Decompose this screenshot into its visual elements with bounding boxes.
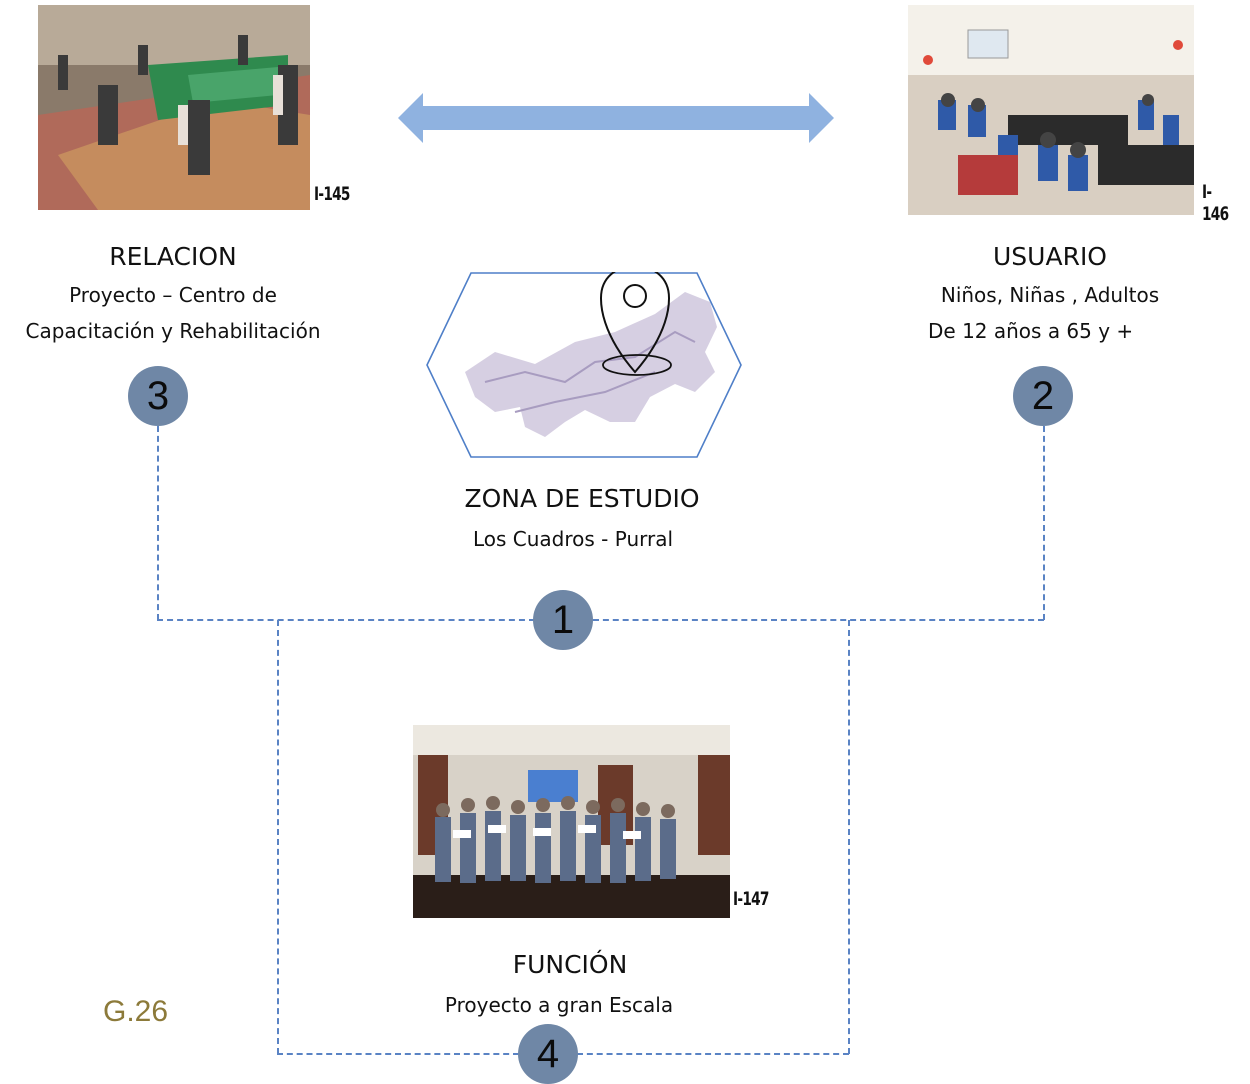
- study-zone-map: [426, 272, 742, 458]
- connector-1-to-2: [593, 619, 1044, 621]
- connector-right-to-4: [848, 620, 850, 1054]
- photo-code-i146: I-146: [1202, 181, 1229, 225]
- connector-3-to-1: [157, 619, 535, 621]
- funcion-photo: [413, 725, 730, 918]
- zona-line-1: Los Cuadros - Purral: [472, 527, 674, 551]
- connector-2-down: [1043, 426, 1045, 620]
- zona-title: ZONA DE ESTUDIO: [464, 484, 700, 513]
- relacion-line-2: Capacitación y Rehabilitación: [25, 319, 321, 343]
- connector-bottom-right: [577, 1053, 849, 1055]
- badge-2: 2: [1013, 366, 1073, 426]
- funcion-title: FUNCIÓN: [512, 950, 628, 979]
- connector-bottom-left: [277, 1053, 519, 1055]
- usuario-title: USUARIO: [993, 242, 1107, 271]
- funcion-line-1: Proyecto a gran Escala: [444, 993, 674, 1017]
- connector-left-to-4: [277, 620, 279, 1054]
- figure-label: G.26: [103, 995, 169, 1028]
- connector-3-down: [157, 426, 159, 620]
- relacion-photo: [38, 5, 310, 210]
- relacion-title: RELACION: [109, 242, 237, 271]
- usuario-line-1: Niños, Niñas , Adultos: [940, 283, 1160, 307]
- double-arrow-icon: [398, 93, 834, 143]
- badge-3: 3: [128, 366, 188, 426]
- hexagon-frame: [426, 272, 742, 458]
- photo-code-i147: I-147: [733, 888, 769, 910]
- usuario-photo: [908, 5, 1194, 215]
- usuario-line-2: De 12 años a 65 y +: [928, 319, 1134, 343]
- photo-code-i145: I-145: [314, 183, 350, 205]
- map-pin-icon: [599, 272, 672, 376]
- badge-1: 1: [533, 590, 593, 650]
- relacion-line-1: Proyecto – Centro de: [69, 283, 277, 307]
- badge-4: 4: [518, 1024, 578, 1084]
